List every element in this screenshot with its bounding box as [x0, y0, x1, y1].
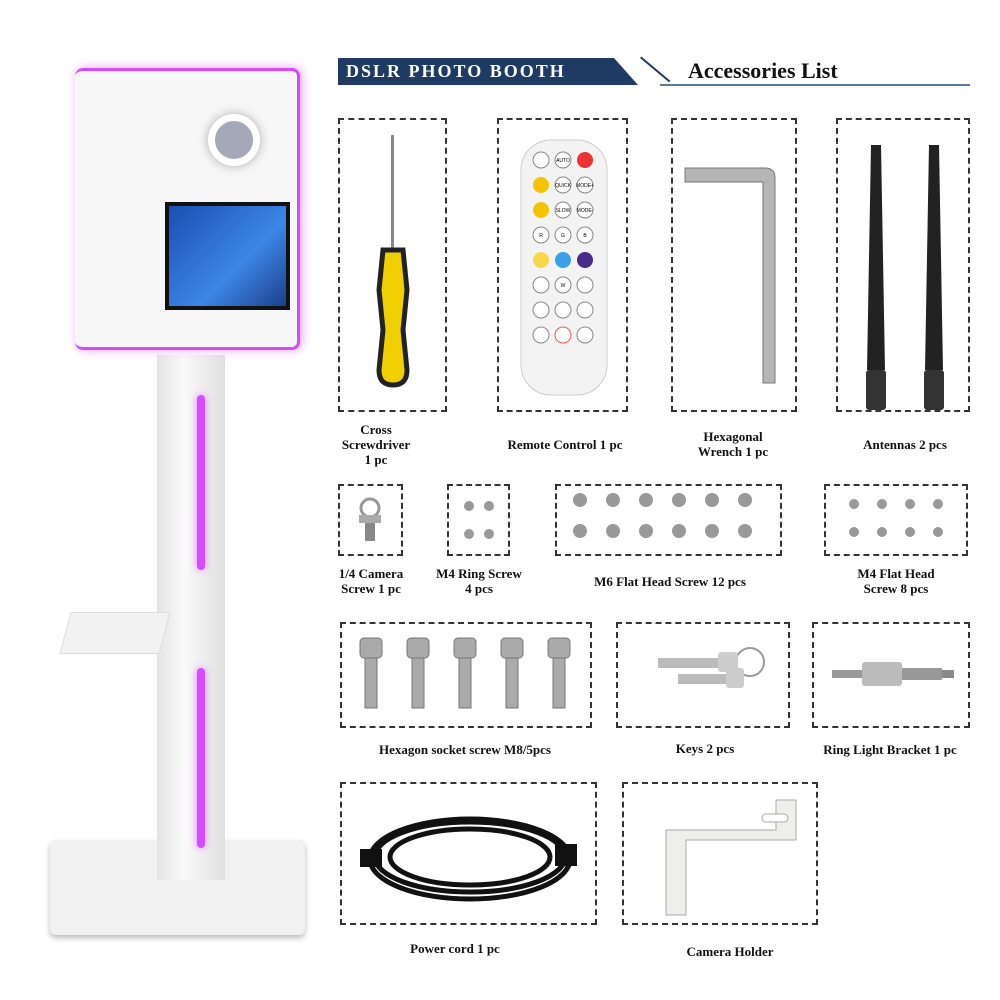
led-strip-bottom [197, 668, 205, 848]
ring-light-bracket-icon [832, 662, 954, 686]
m4-ring-screws-icon [464, 501, 494, 539]
booth-tray [59, 612, 171, 654]
label-camera-screw: 1/4 Camera Screw 1 pc [338, 566, 404, 596]
item-box-m6-screws [555, 484, 782, 556]
item-box-m4-flat [824, 484, 968, 556]
remote-btn-quick: QUICK [555, 183, 572, 189]
remote-control-icon: AUTO QUICK MODE+ SLOW MODE- R G B W [520, 139, 608, 396]
item-box-remote: AUTO QUICK MODE+ SLOW MODE- R G B W [497, 118, 628, 412]
keys-icon [658, 647, 765, 688]
power-cord-icon [360, 816, 577, 902]
item-box-hex-socket [340, 622, 592, 728]
label-hex-socket: Hexagon socket screw M8/5pcs [379, 742, 551, 757]
camera-holder-icon [665, 799, 797, 916]
remote-btn-r: R [539, 233, 543, 239]
screwdriver-icon [376, 135, 410, 388]
led-strip-top [197, 395, 205, 570]
label-keys: Keys 2 pcs [675, 741, 735, 756]
hex-socket-screws-icon [359, 637, 571, 709]
antennas-icon [866, 145, 944, 410]
remote-btn-mode-plus: MODE+ [576, 183, 594, 189]
remote-btn-b: B [583, 233, 587, 239]
label-m4-ring: M4 Ring Screw 4 pcs [436, 566, 522, 596]
remote-btn-mode-minus: MODE- [577, 208, 594, 214]
label-m6-screws: M6 Flat Head Screw 12 pcs [594, 574, 746, 589]
item-box-hex-wrench [671, 118, 797, 412]
remote-btn-slow: SLOW [556, 208, 571, 214]
remote-btn-g: G [561, 233, 565, 239]
item-box-camera-holder [622, 782, 818, 925]
remote-btn-w: W [561, 283, 566, 289]
label-remote: Remote Control 1 pc [507, 437, 623, 452]
item-box-ring-light-bracket [812, 622, 970, 728]
label-screwdriver: Cross Screwdriver 1 pc [341, 422, 411, 467]
label-camera-holder: Camera Holder [686, 944, 774, 959]
remote-btn-auto: AUTO [556, 158, 570, 164]
label-hex-wrench: Hexagonal Wrench 1 pc [697, 429, 769, 459]
item-box-screwdriver [338, 118, 447, 412]
label-ring-light-bracket: Ring Light Bracket 1 pc [823, 742, 957, 757]
booth-screen [165, 202, 290, 310]
title-underline [660, 84, 970, 86]
item-box-camera-screw [338, 484, 403, 556]
item-box-antennas [836, 118, 970, 412]
page-title: Accessories List [688, 58, 838, 83]
item-box-power-cord [340, 782, 597, 925]
banner-divider [640, 56, 671, 83]
hex-wrench-icon [684, 167, 776, 384]
camera-screw-icon [359, 497, 381, 541]
ring-light [208, 114, 260, 166]
label-m4-flat: M4 Flat Head Screw 8 pcs [857, 566, 935, 596]
item-box-m4-ring [447, 484, 510, 556]
m6-screws-icon [573, 493, 752, 538]
label-antennas: Antennas 2 pcs [863, 437, 947, 452]
label-power-cord: Power cord 1 pc [410, 941, 500, 956]
item-box-keys [616, 622, 790, 728]
banner: DSLR PHOTO BOOTH [338, 58, 638, 85]
m4-flat-screws-icon [849, 499, 943, 537]
